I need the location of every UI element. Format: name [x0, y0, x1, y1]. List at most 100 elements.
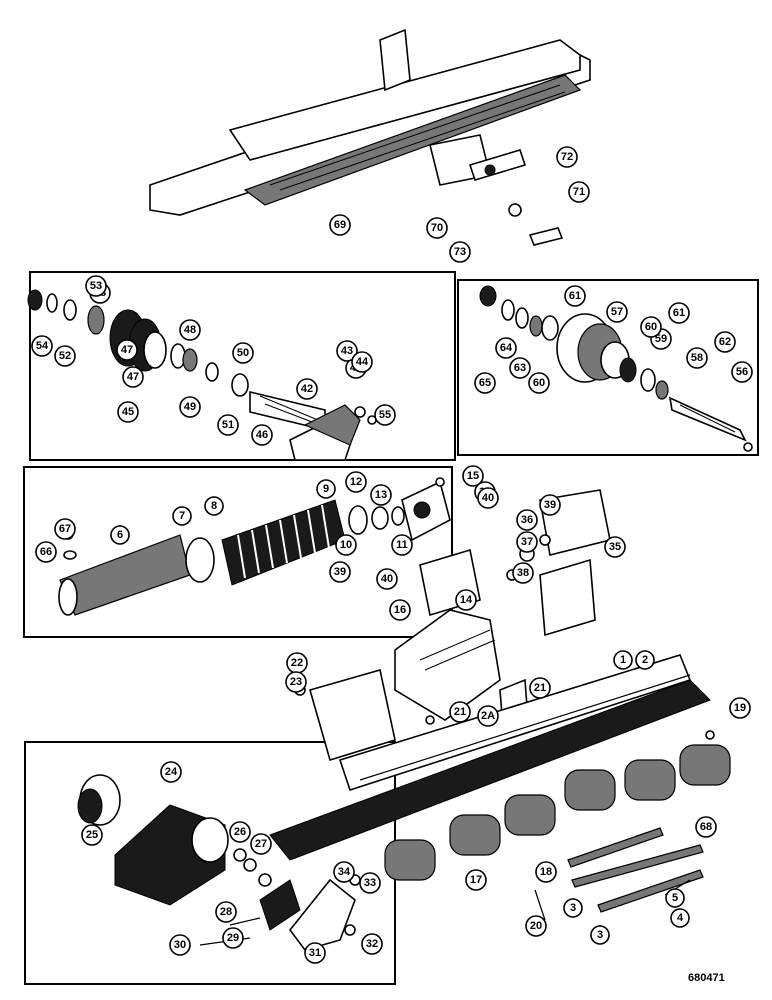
callout-40: 40 — [477, 487, 499, 509]
callout-32: 32 — [361, 933, 383, 955]
callout-label: 28 — [220, 906, 232, 918]
callout-label: 37 — [521, 536, 533, 548]
callout-label: 21 — [534, 682, 546, 694]
callout-label: 73 — [454, 246, 466, 258]
callout-27: 27 — [250, 833, 272, 855]
callout-label: 67 — [59, 523, 71, 535]
callout-16: 16 — [389, 599, 411, 621]
callout-label: 10 — [340, 539, 352, 551]
callout-label: 29 — [227, 932, 239, 944]
callout-40: 40 — [376, 568, 398, 590]
callout-label: 61 — [673, 307, 685, 319]
callout-label: 32 — [366, 938, 378, 950]
callout-label: 26 — [234, 826, 246, 838]
callout-18: 18 — [535, 861, 557, 883]
callout-label: 55 — [379, 409, 391, 421]
callout-label: 18 — [540, 866, 552, 878]
callout-label: 65 — [479, 377, 491, 389]
callout-label: 35 — [609, 541, 621, 553]
callout-label: 22 — [291, 657, 303, 669]
callout-label: 2A — [481, 710, 495, 722]
document-number: 680471 — [688, 972, 725, 984]
callout-71: 71 — [568, 181, 590, 203]
callout-33: 33 — [359, 872, 381, 894]
callout-label: 39 — [334, 566, 346, 578]
callout-label: 6 — [117, 529, 123, 541]
idler-panel — [29, 271, 456, 461]
callout-46: 46 — [251, 424, 273, 446]
callout-label: 48 — [184, 324, 196, 336]
callout-label: 34 — [338, 866, 351, 878]
callout-label: 40 — [482, 492, 494, 504]
callout-label: 61 — [569, 290, 581, 302]
callout-label: 24 — [165, 766, 178, 778]
callout-label: 9 — [323, 483, 329, 495]
callout-label: 14 — [460, 594, 473, 606]
callout-39: 39 — [539, 494, 561, 516]
callout-28: 28 — [215, 901, 237, 923]
callout-label: 2 — [642, 654, 648, 666]
callout-label: 51 — [222, 419, 234, 431]
callout-label: 46 — [256, 429, 268, 441]
callout-label: 40 — [381, 573, 393, 585]
callout-label: 38 — [517, 567, 529, 579]
callout-31: 31 — [304, 942, 326, 964]
callout-label: 3 — [597, 929, 603, 941]
callout-20: 20 — [525, 915, 547, 937]
callout-58: 58 — [686, 347, 708, 369]
callout-35: 35 — [604, 536, 626, 558]
callout-38: 38 — [512, 562, 534, 584]
callout-label: 4 — [677, 912, 684, 924]
track-frame — [269, 654, 731, 921]
frame-assembly — [149, 28, 591, 246]
callout-29: 29 — [222, 927, 244, 949]
callout-label: 64 — [500, 342, 513, 354]
callout-49: 49 — [179, 396, 201, 418]
idler-parts — [27, 289, 377, 461]
callout-label: 69 — [334, 219, 346, 231]
callout-label: 58 — [691, 352, 703, 364]
roller-panel — [457, 279, 759, 456]
callout-label: 27 — [255, 838, 267, 850]
callout-label: 60 — [533, 377, 545, 389]
callout-label: 47 — [127, 371, 139, 383]
callout-label: 45 — [122, 406, 134, 418]
callout-label: 53 — [90, 280, 102, 292]
callout-label: 39 — [544, 499, 556, 511]
callout-57: 57 — [606, 301, 628, 323]
callout-label: 49 — [184, 401, 196, 413]
callout-62: 62 — [714, 331, 736, 353]
callout-25: 25 — [81, 824, 103, 846]
callout-label: 66 — [40, 546, 52, 558]
callout-label: 71 — [573, 186, 585, 198]
callout-label: 13 — [375, 489, 387, 501]
callout-label: 47 — [121, 344, 133, 356]
callout-21: 21 — [529, 677, 551, 699]
callout-50: 50 — [232, 342, 254, 364]
callout-10: 10 — [335, 534, 357, 556]
callout-label: 1 — [620, 654, 626, 666]
callout-label: 59 — [655, 333, 667, 345]
callout-label: 20 — [530, 920, 542, 932]
callout-6: 6 — [110, 525, 130, 545]
callout-61: 61 — [668, 302, 690, 324]
callout-17: 17 — [465, 869, 487, 891]
spring-parts — [58, 477, 451, 616]
callout-60: 60 — [640, 316, 662, 338]
callout-60: 60 — [528, 372, 550, 394]
callout-3: 3 — [590, 925, 610, 945]
callout-4: 4 — [670, 908, 690, 928]
callout-9: 9 — [316, 479, 336, 499]
callout-65: 65 — [474, 372, 496, 394]
callout-36: 36 — [516, 509, 538, 531]
callout-label: 23 — [290, 676, 302, 688]
callout-label: 19 — [734, 702, 746, 714]
track-rollers — [384, 744, 731, 881]
callout-47: 47 — [116, 339, 138, 361]
roller-parts — [479, 285, 753, 452]
callout-22: 22 — [286, 652, 308, 674]
bearing-parts — [77, 774, 361, 951]
callout-7: 7 — [172, 506, 192, 526]
callout-label: 15 — [467, 470, 479, 482]
